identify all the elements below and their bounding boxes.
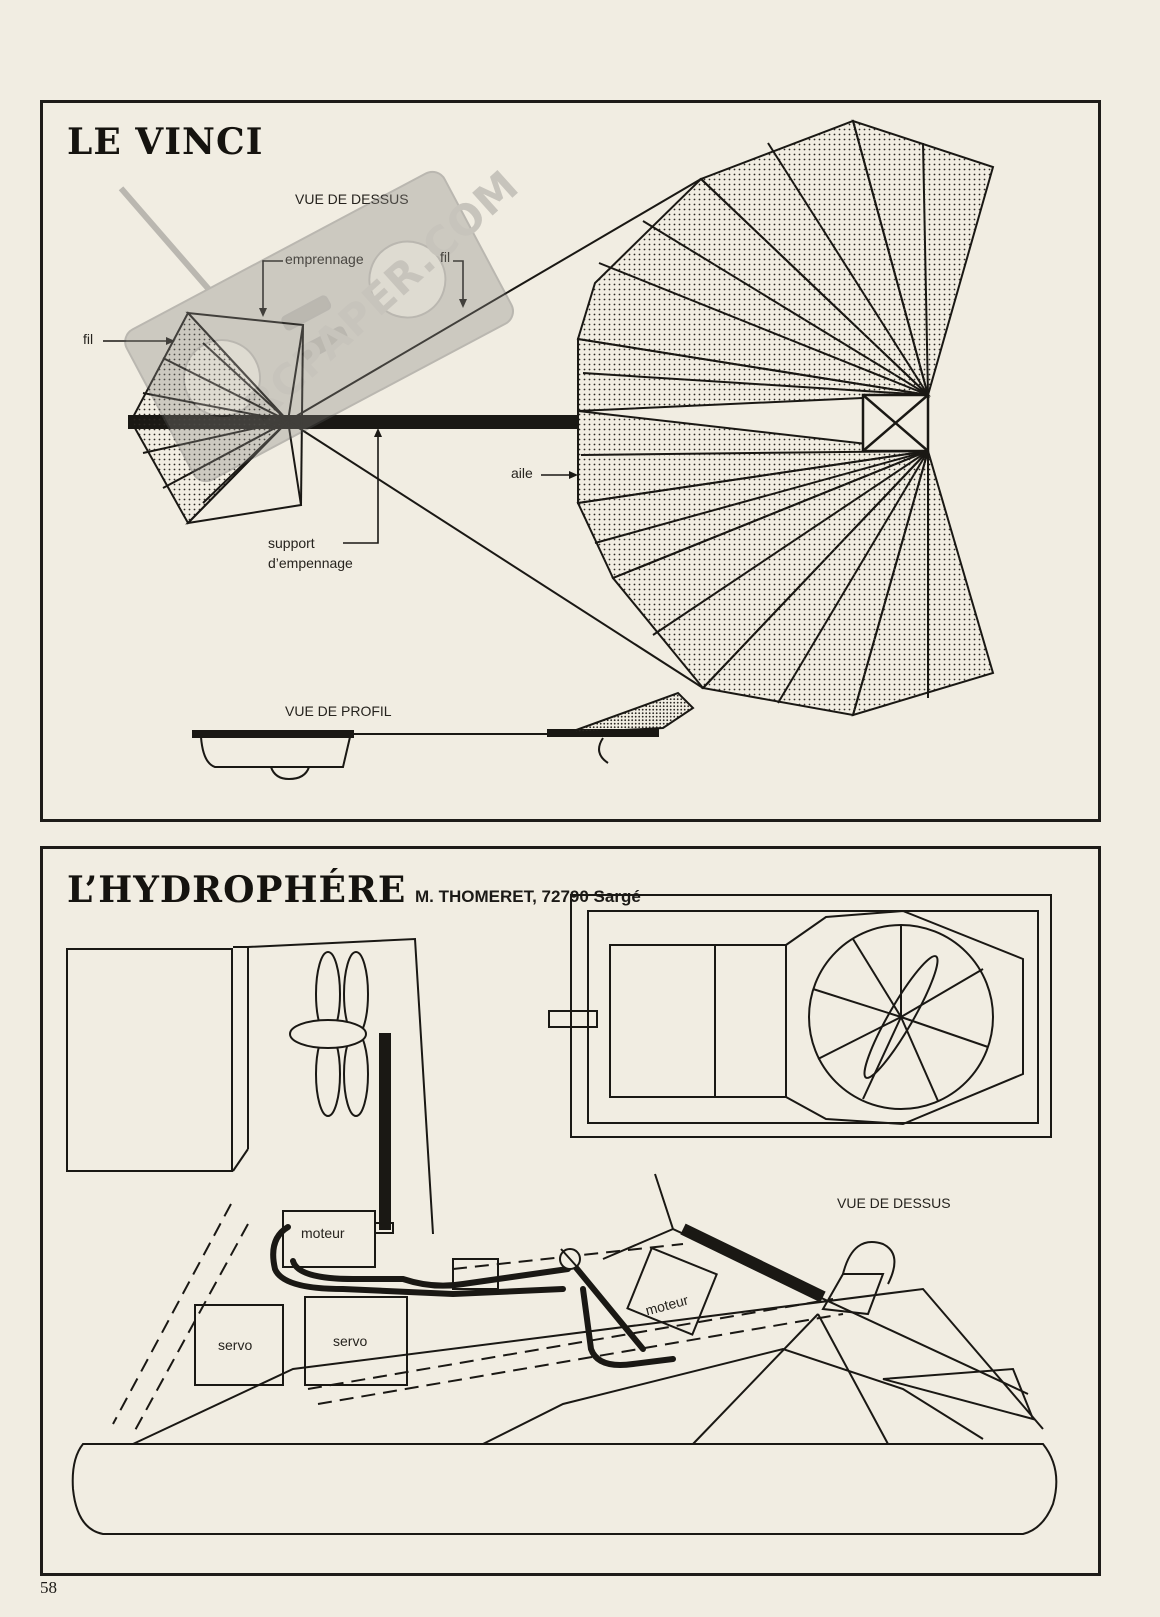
tail [129, 311, 305, 525]
wing [576, 119, 995, 717]
profile-view-label: VUE DE PROFIL [285, 703, 392, 719]
hydro-title: L’HYDROPHÉRE [67, 869, 407, 911]
vinci-panel: LE VINCI [40, 100, 1101, 822]
wires [287, 178, 704, 689]
hydro-top-view-label: VUE DE DESSUS [837, 1195, 951, 1211]
fan-spokes [812, 925, 989, 1102]
wire-left-label: fil [83, 331, 94, 347]
motor1-label: moteur [301, 1225, 345, 1241]
propeller [289, 951, 369, 1117]
vinci-profile-drawing [192, 691, 695, 781]
hydro-author: M. THOMERET, 72790 Sargé [415, 887, 641, 906]
top-view-label: VUE DE DESSUS [295, 191, 409, 207]
wing-label: aile [511, 465, 533, 481]
vinci-title: LE VINCI [67, 121, 264, 163]
servo2-label: servo [333, 1333, 368, 1349]
empennage-label: emprennage [285, 251, 364, 267]
vinci-top-view-drawing [103, 119, 995, 781]
hydro-panel: L’HYDROPHÉRE M. THOMERET, 72790 Sargé [40, 846, 1101, 1576]
support-label-line2: d’empennage [268, 555, 353, 571]
wire-top-label: fil [440, 249, 451, 265]
servo1-label: servo [218, 1337, 253, 1353]
wing-center-box [861, 393, 930, 453]
hydro-drawing [66, 894, 1058, 1535]
page-number: 58 [40, 1578, 57, 1597]
support-label-line1: support [268, 535, 315, 551]
